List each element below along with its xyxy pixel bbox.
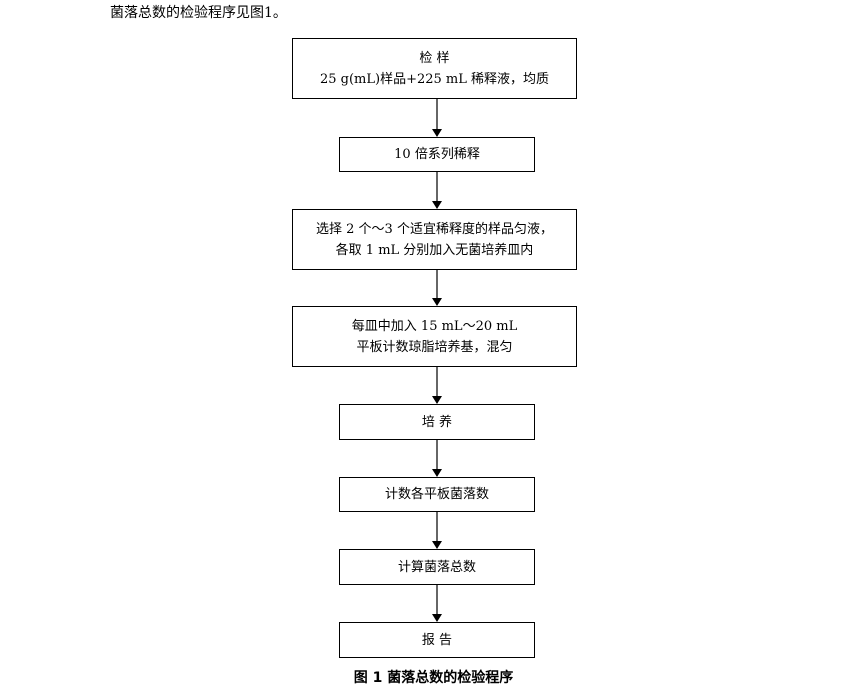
step-sample-box: 检 样 25 g(mL)样品+225 mL 稀释液，均质 (292, 38, 577, 99)
step-sample-title: 检 样 (419, 50, 450, 66)
step-calculate-label: 计算菌落总数 (397, 559, 476, 575)
step-report-label: 报 告 (421, 632, 453, 648)
step-select-line2: 各取 1 mL 分别加入无菌培养皿内 (335, 242, 534, 258)
step-incubate-label: 培 养 (421, 414, 453, 430)
step-dilution-box: 10 倍系列稀释 (339, 137, 535, 172)
step-calculate-box: 计算菌落总数 (339, 549, 535, 585)
step-sample-detail: 25 g(mL)样品+225 mL 稀释液，均质 (319, 71, 550, 87)
step-select-line1: 选择 2 个～3 个适宜稀释度的样品匀液， (316, 221, 553, 237)
step-select-box: 选择 2 个～3 个适宜稀释度的样品匀液， 各取 1 mL 分别加入无菌培养皿内 (292, 209, 577, 270)
step-agar-line1: 每皿中加入 15 mL～20 mL (351, 318, 518, 334)
figure-caption: 图 1 菌落总数的检验程序 (353, 670, 514, 686)
step-agar-box: 每皿中加入 15 mL～20 mL 平板计数琼脂培养基，混匀 (292, 306, 577, 367)
step-incubate-box: 培 养 (339, 404, 535, 440)
intro-text: 菌落总数的检验程序见图1。 (110, 5, 287, 21)
step-agar-line2: 平板计数琼脂培养基，混匀 (356, 339, 513, 355)
step-count-label: 计数各平板菌落数 (384, 487, 489, 502)
step-count-box: 计数各平板菌落数 (339, 477, 535, 512)
step-report-box: 报 告 (339, 622, 535, 658)
step-dilution-label: 10 倍系列稀释 (394, 147, 480, 162)
